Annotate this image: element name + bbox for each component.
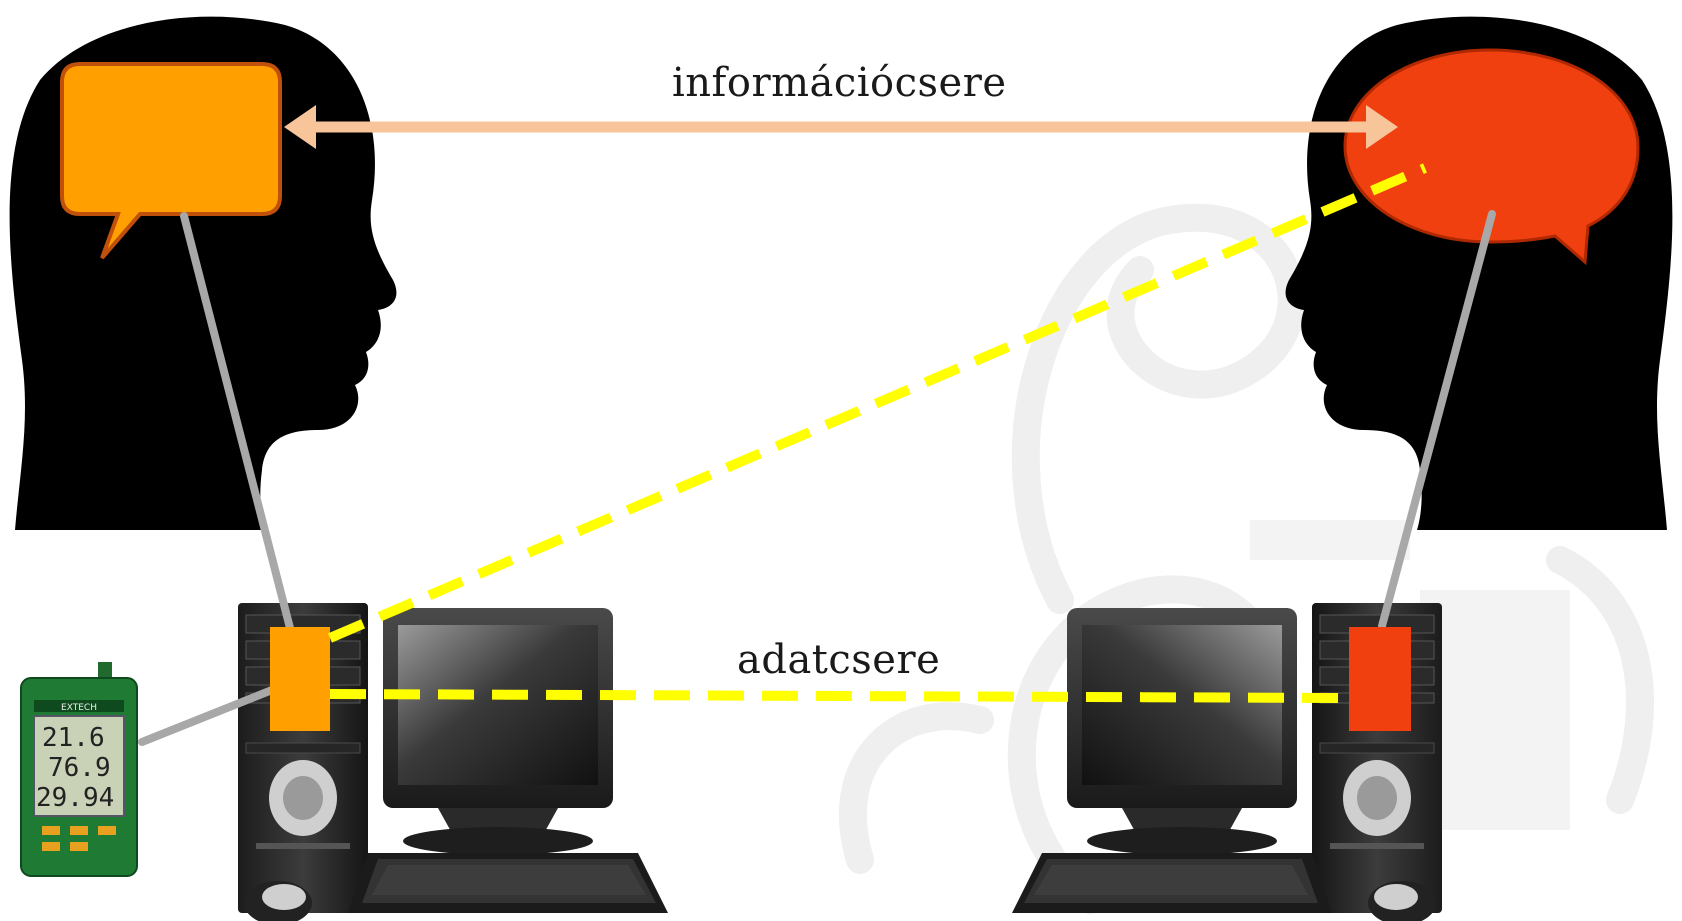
data-logger-reading-1: 21.6 bbox=[42, 723, 105, 753]
data-logger-icon: EXTECH 21.6 76.9 29.94 bbox=[20, 662, 138, 877]
right-computer-port bbox=[1349, 627, 1411, 731]
information-exchange-label: információcsere bbox=[672, 60, 1007, 106]
left-computer-port bbox=[270, 627, 330, 731]
data-logger-reading-2: 76.9 bbox=[48, 753, 111, 783]
information-exchange-arrow bbox=[284, 105, 1398, 149]
right-speech-bubble-icon bbox=[1343, 48, 1640, 266]
connector-lines bbox=[138, 210, 1496, 746]
data-logger-reading-3: 29.94 bbox=[36, 783, 114, 813]
left-speech-bubble-icon bbox=[60, 62, 282, 260]
data-exchange-lines bbox=[328, 163, 1427, 703]
background-ornament bbox=[1250, 520, 1570, 830]
data-logger-brand: EXTECH bbox=[61, 703, 97, 713]
data-exchange-label: adatcsere bbox=[737, 637, 941, 683]
